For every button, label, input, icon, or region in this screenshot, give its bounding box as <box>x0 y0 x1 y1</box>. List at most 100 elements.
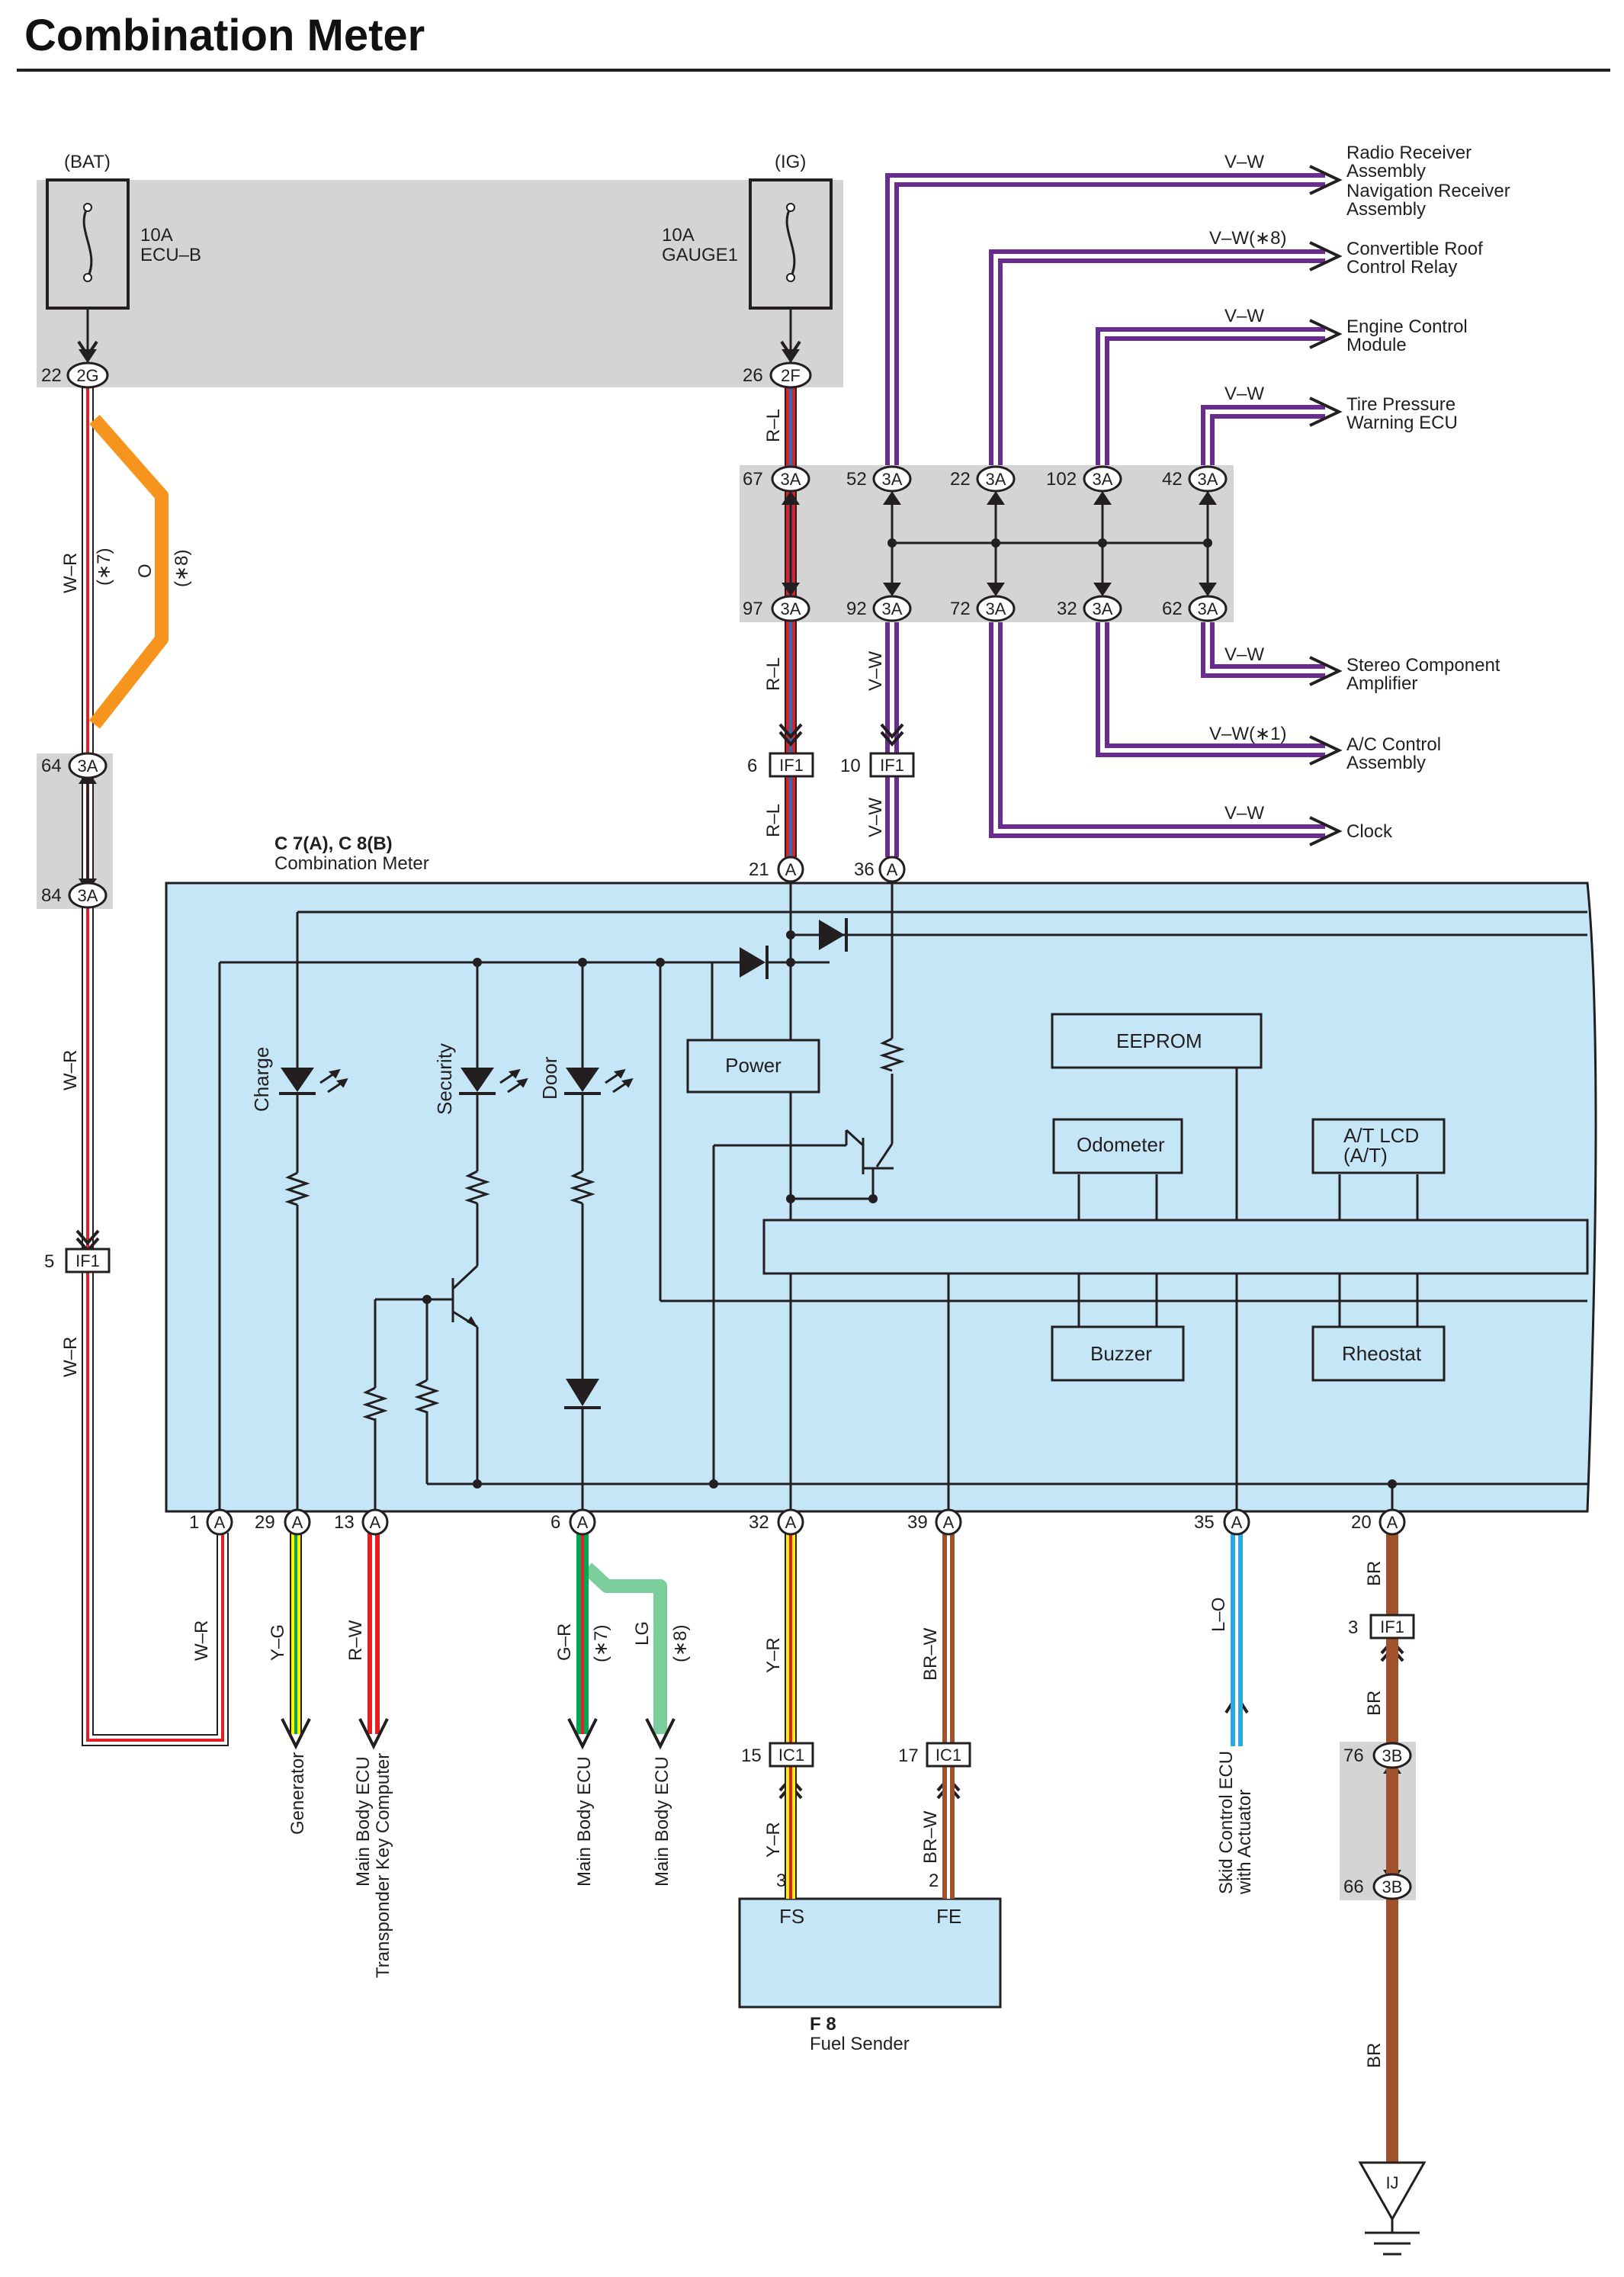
svg-text:26: 26 <box>743 365 763 386</box>
connectors: 2G 2F <box>66 361 812 389</box>
svg-text:(A/T): (A/T) <box>1343 1144 1388 1167</box>
svg-text:10: 10 <box>840 756 861 776</box>
svg-text:92: 92 <box>846 599 867 619</box>
svg-text:O: O <box>135 564 156 578</box>
svg-text:3B: 3B <box>1382 1877 1403 1896</box>
svg-text:10A: 10A <box>662 225 695 246</box>
wire-w-r <box>82 386 229 1746</box>
svg-text:Main Body ECU: Main Body ECU <box>652 1756 672 1887</box>
bottom-wires <box>290 1533 1398 2163</box>
svg-text:39: 39 <box>907 1512 928 1533</box>
svg-text:F 8: F 8 <box>810 2014 836 2035</box>
fuse-box <box>37 180 843 387</box>
arrow-heads-right <box>1309 165 1343 846</box>
svg-text:32: 32 <box>749 1512 769 1533</box>
svg-text:Amplifier: Amplifier <box>1346 673 1417 694</box>
svg-text:2F: 2F <box>781 366 801 385</box>
svg-text:97: 97 <box>743 599 763 619</box>
svg-text:Generator: Generator <box>287 1752 308 1835</box>
block-cpu-bus <box>762 1219 1589 1275</box>
svg-text:IF1: IF1 <box>75 1251 100 1270</box>
svg-text:W–R: W–R <box>60 1337 81 1377</box>
svg-text:3A: 3A <box>1093 599 1113 618</box>
svg-text:3A: 3A <box>1198 470 1218 489</box>
svg-text:A: A <box>292 1513 303 1532</box>
svg-text:21: 21 <box>749 859 769 880</box>
junction-3a-left <box>37 753 113 909</box>
svg-text:3B: 3B <box>1382 1746 1403 1765</box>
connector-2g: 2G <box>66 361 109 389</box>
block-odometer: Odometer <box>1052 1118 1183 1174</box>
svg-text:ECU–B: ECU–B <box>140 245 201 265</box>
svg-text:Tire Pressure: Tire Pressure <box>1346 394 1456 415</box>
svg-text:29: 29 <box>255 1512 275 1533</box>
svg-text:3A: 3A <box>986 470 1006 489</box>
svg-text:Convertible Roof: Convertible Roof <box>1346 239 1483 259</box>
svg-text:Buzzer: Buzzer <box>1090 1342 1152 1365</box>
svg-text:3A: 3A <box>882 470 903 489</box>
svg-text:6: 6 <box>550 1512 560 1533</box>
svg-text:Navigation Receiver: Navigation Receiver <box>1346 181 1510 201</box>
svg-text:Combination Meter: Combination Meter <box>274 853 429 874</box>
svg-text:Stereo Component: Stereo Component <box>1346 655 1500 676</box>
svg-text:R–L: R–L <box>763 804 784 837</box>
svg-text:Radio Receiver: Radio Receiver <box>1346 143 1472 163</box>
svg-text:72: 72 <box>950 599 971 619</box>
svg-text:35: 35 <box>1194 1512 1215 1533</box>
svg-text:Assembly: Assembly <box>1346 753 1426 773</box>
svg-text:3A: 3A <box>78 886 98 905</box>
svg-text:15: 15 <box>741 1745 762 1766</box>
svg-text:2: 2 <box>929 1871 939 1891</box>
svg-text:A: A <box>943 1513 955 1532</box>
combination-meter-body <box>165 882 1597 1513</box>
svg-text:3A: 3A <box>781 599 801 618</box>
svg-text:76: 76 <box>1343 1745 1364 1766</box>
svg-text:42: 42 <box>1162 469 1183 490</box>
svg-text:BR: BR <box>1364 1561 1385 1586</box>
led-icon <box>279 1068 634 1095</box>
block-rheostat: Rheostat <box>1311 1325 1446 1382</box>
svg-text:BR–W: BR–W <box>920 1810 941 1864</box>
svg-text:3A: 3A <box>882 599 903 618</box>
svg-text:Rheostat: Rheostat <box>1342 1342 1422 1365</box>
svg-text:Transponder Key Computer: Transponder Key Computer <box>373 1753 393 1978</box>
right-destinations: Radio Receiver Assembly Navigation Recei… <box>1346 143 1510 842</box>
svg-text:10A: 10A <box>140 225 173 246</box>
svg-text:3: 3 <box>776 1871 786 1891</box>
svg-text:Y–R: Y–R <box>763 1637 784 1673</box>
transistor-arrow <box>467 1316 477 1327</box>
label-door: Door <box>538 1056 561 1100</box>
svg-text:IC1: IC1 <box>936 1745 961 1765</box>
svg-text:V–W: V–W <box>865 798 886 837</box>
svg-text:A: A <box>1387 1513 1398 1532</box>
svg-text:A: A <box>785 860 797 879</box>
svg-text:52: 52 <box>846 469 867 490</box>
svg-text:20: 20 <box>1351 1512 1372 1533</box>
svg-text:V–W: V–W <box>865 651 886 691</box>
svg-text:66: 66 <box>1343 1877 1364 1897</box>
svg-text:IF1: IF1 <box>880 756 904 775</box>
meter-label: C 7(A), C 8(B) Combination Meter <box>274 833 429 874</box>
svg-text:13: 13 <box>334 1512 355 1533</box>
svg-text:with Actuator: with Actuator <box>1234 1790 1255 1895</box>
transistor-icon <box>451 1258 479 1484</box>
svg-text:V–W: V–W <box>1224 803 1264 824</box>
block-power: Power <box>686 1039 820 1094</box>
svg-text:V–W(∗1): V–W(∗1) <box>1209 724 1286 744</box>
svg-text:EEPROM: EEPROM <box>1116 1029 1202 1052</box>
connector-2f: 2F <box>769 361 812 389</box>
svg-text:V–W: V–W <box>1224 644 1264 665</box>
svg-text:Fuel Sender: Fuel Sender <box>810 2034 910 2054</box>
meter-pins: A A A A A A A A A A <box>206 856 1406 1536</box>
wire-orange <box>88 415 168 729</box>
svg-text:Main Body ECU: Main Body ECU <box>353 1756 374 1887</box>
svg-text:A/C Control: A/C Control <box>1346 734 1441 755</box>
svg-text:A/T LCD: A/T LCD <box>1343 1124 1419 1147</box>
svg-text:36: 36 <box>854 859 875 880</box>
svg-text:22: 22 <box>950 469 971 490</box>
svg-text:LG: LG <box>632 1621 653 1646</box>
svg-text:62: 62 <box>1162 599 1183 619</box>
fuel-sender-labels: 3 2 FS FE F 8 Fuel Sender <box>776 1871 961 2054</box>
